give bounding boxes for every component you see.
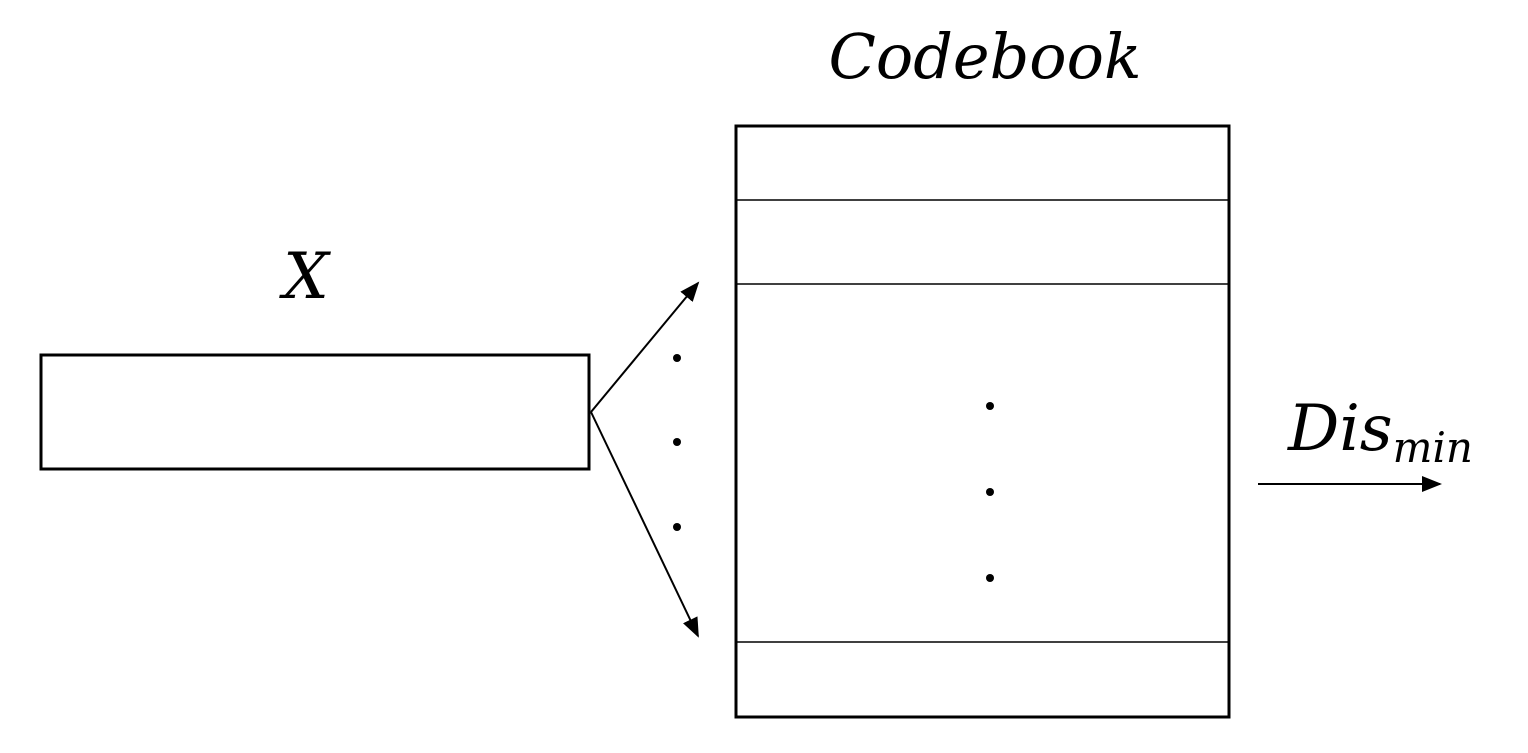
output-label: Dismin bbox=[1287, 392, 1473, 472]
codebook-box bbox=[734, 124, 1231, 719]
codebook-label: Codebook bbox=[828, 20, 1141, 93]
codebook-ellipsis-dots bbox=[986, 402, 994, 582]
input-vector-box bbox=[39, 353, 591, 471]
lower-search-arrow bbox=[590, 411, 699, 638]
arrow-ellipsis-dots bbox=[673, 354, 681, 531]
upper-search-arrow bbox=[590, 281, 700, 413]
output-label-subscript: min bbox=[1393, 423, 1473, 472]
input-vector-label: X bbox=[278, 240, 331, 314]
output-label-main: Dis bbox=[1287, 392, 1393, 466]
